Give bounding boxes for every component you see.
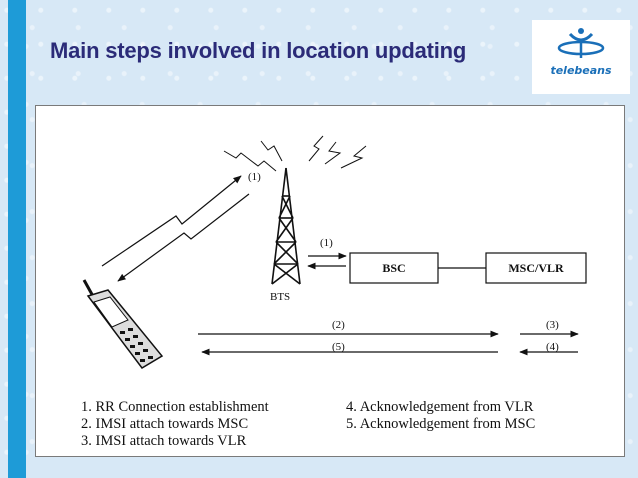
legend-right: 4. Acknowledgement from VLR 5. Acknowled… [346,399,535,433]
slide-title: Main steps involved in location updating [50,38,467,63]
accent-bar [8,0,26,478]
radio-step-label: (1) [248,171,261,183]
satellite-dish-icon [557,28,605,58]
bts-label: BTS [270,291,290,303]
diagram-canvas: (1) (1) BTS BSC MSC/VLR (2) [82,135,587,369]
bsc-box [349,252,439,284]
location-update-diagram: (1) (1) BTS BSC MSC/VLR (2) [35,105,625,457]
bsc-label: BSC [382,261,405,275]
step5-label: (5) [332,341,345,353]
msc-vlr-box [485,252,587,284]
bts-bsc-step-label: (1) [320,237,333,249]
signal-waves-icon [223,135,367,172]
bts-tower-icon [271,167,301,285]
legend-left: 1. RR Connection establishment 2. IMSI a… [81,399,269,450]
legend-item: 2. IMSI attach towards MSC [81,416,249,432]
mobile-phone-icon [82,279,164,369]
legend-item: 4. Acknowledgement from VLR [346,399,534,415]
logo-text: telebeans [550,64,612,77]
legend-item: 5. Acknowledgement from MSC [346,416,536,432]
legend-item: 1. RR Connection establishment [81,399,269,415]
radio-link-arrows [101,175,250,282]
company-logo: telebeans [532,20,630,94]
msc-vlr-label: MSC/VLR [508,261,564,275]
step2-label: (2) [332,319,345,331]
step3-label: (3) [546,319,559,331]
legend-item: 3. IMSI attach towards VLR [81,433,247,449]
step4-label: (4) [546,341,559,353]
